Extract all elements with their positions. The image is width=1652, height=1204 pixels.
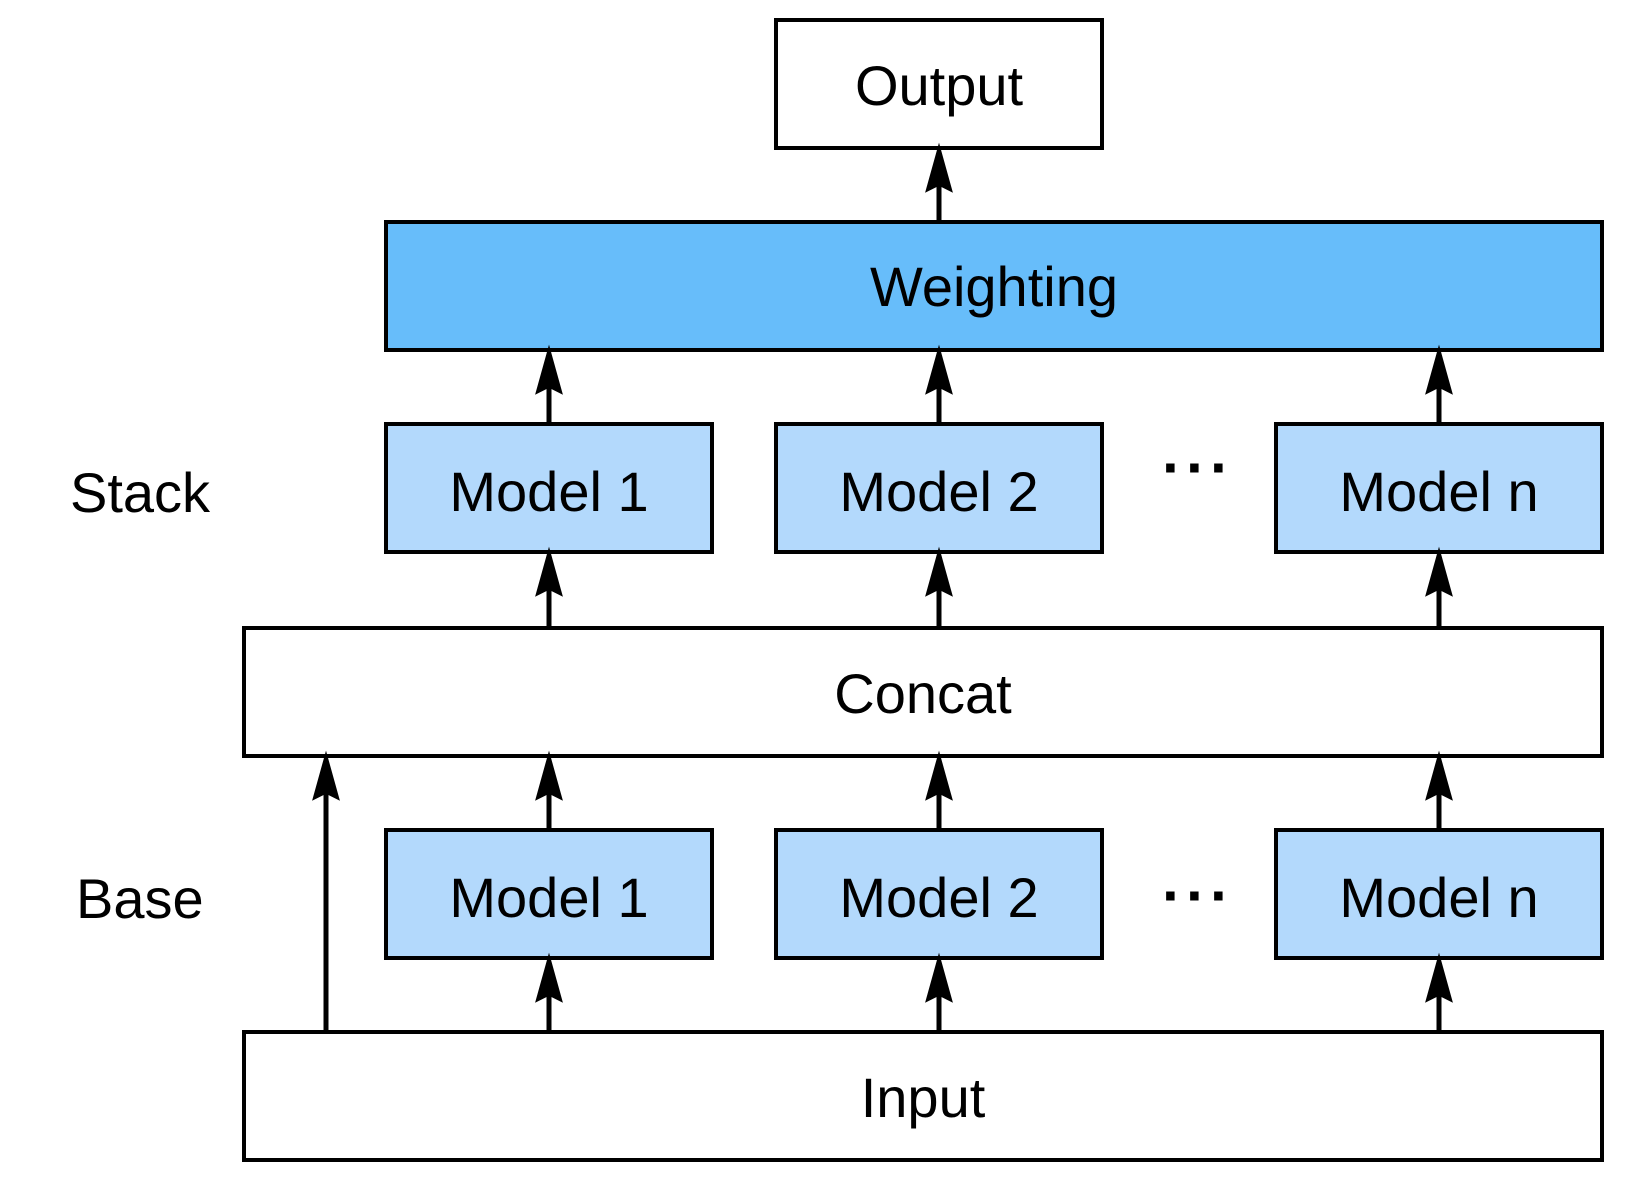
concat-label: Concat bbox=[834, 662, 1012, 725]
arrow-concat-to-stack-model-2 bbox=[925, 546, 953, 626]
arrow-input-to-base-model-n bbox=[1425, 952, 1453, 1030]
arrow-stack-model-1-to-weighting bbox=[535, 344, 563, 422]
arrow-input-to-base-model-2 bbox=[925, 952, 953, 1030]
concat-node: Concat bbox=[242, 626, 1604, 758]
stack-model-1-box bbox=[384, 422, 714, 554]
stack-model-2-box bbox=[774, 422, 1104, 554]
concat-box bbox=[242, 626, 1604, 758]
stack-ellipsis: ··· bbox=[1162, 434, 1234, 501]
input-box bbox=[242, 1030, 1604, 1162]
output-label: Output bbox=[855, 54, 1024, 117]
base-model-n: Model n bbox=[1274, 828, 1604, 960]
stack-model-1: Model 1 bbox=[384, 422, 714, 554]
arrow-weighting-to-output bbox=[925, 142, 953, 220]
stack-model-n: Model n bbox=[1274, 422, 1604, 554]
arrow-concat-to-stack-model-1 bbox=[535, 546, 563, 626]
base-label: Base bbox=[76, 867, 204, 930]
stack-model-n-label: Model n bbox=[1339, 460, 1538, 523]
arrow-concat-to-stack-model-n bbox=[1425, 546, 1453, 626]
output-node: Output bbox=[774, 18, 1104, 150]
arrows bbox=[312, 142, 1453, 1030]
arrow-base-model-1-to-concat bbox=[535, 750, 563, 828]
stack-model-2: Model 2 bbox=[774, 422, 1104, 554]
base-model-1: Model 1 bbox=[384, 828, 714, 960]
output-box bbox=[774, 18, 1104, 150]
arrow-base-model-2-to-concat bbox=[925, 750, 953, 828]
arrow-input-to-base-model-1 bbox=[535, 952, 563, 1030]
base-model-2-label: Model 2 bbox=[839, 866, 1038, 929]
weighting-box bbox=[384, 220, 1604, 352]
base-model-2: Model 2 bbox=[774, 828, 1104, 960]
base-ellipsis: ··· bbox=[1162, 862, 1234, 929]
base-model-1-label: Model 1 bbox=[449, 866, 648, 929]
stack-model-2-label: Model 2 bbox=[839, 460, 1038, 523]
arrow-base-model-n-to-concat bbox=[1425, 750, 1453, 828]
input-node: Input bbox=[242, 1030, 1604, 1162]
stack-model-1-label: Model 1 bbox=[449, 460, 648, 523]
input-label: Input bbox=[861, 1066, 986, 1129]
arrow-stack-model-n-to-weighting bbox=[1425, 344, 1453, 422]
arrow-input-to-concat bbox=[312, 750, 340, 1030]
stack-label: Stack bbox=[70, 461, 211, 524]
weighting-node: Weighting bbox=[384, 220, 1604, 352]
base-model-2-box bbox=[774, 828, 1104, 960]
base-model-n-label: Model n bbox=[1339, 866, 1538, 929]
arrow-stack-model-2-to-weighting bbox=[925, 344, 953, 422]
weighting-label: Weighting bbox=[870, 255, 1118, 318]
